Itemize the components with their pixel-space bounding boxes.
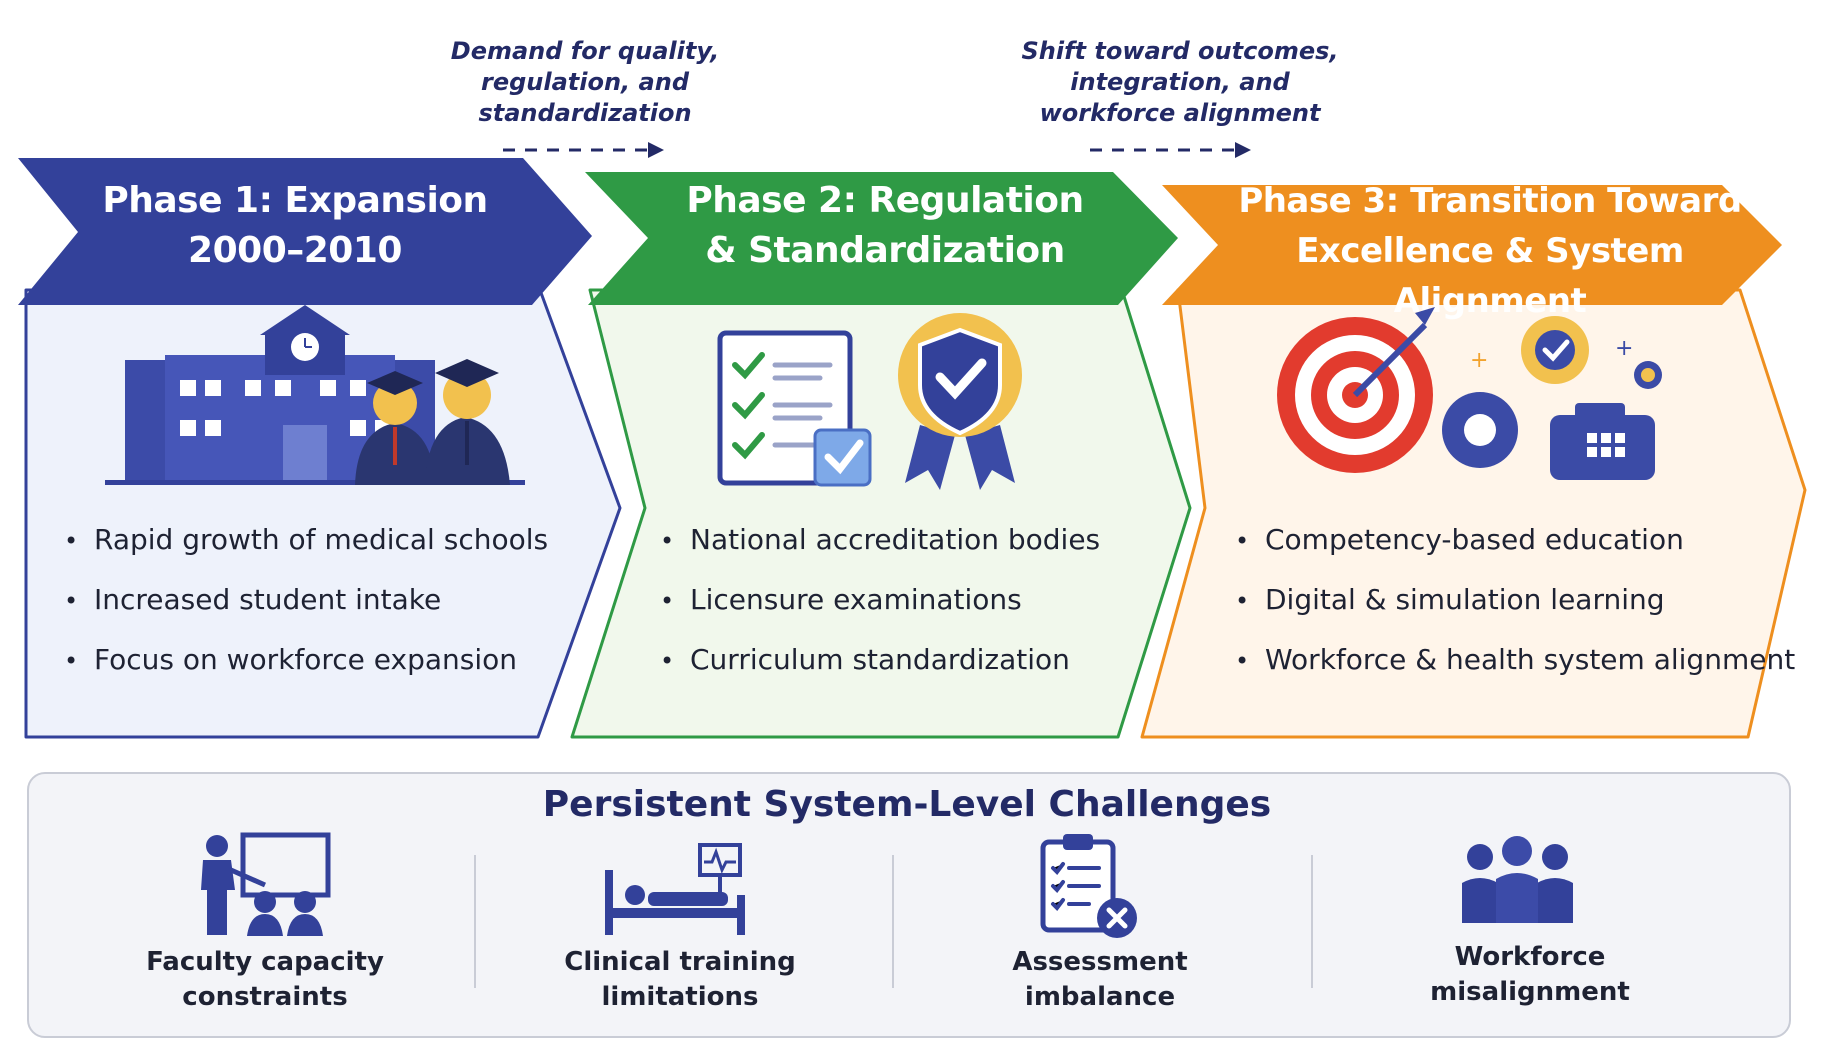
bullet-text: Curriculum standardization bbox=[690, 643, 1070, 676]
bullet-text: Focus on workforce expansion bbox=[94, 643, 518, 676]
clipboard-error-icon bbox=[1040, 834, 1137, 938]
phase-3-banner bbox=[1162, 185, 1782, 305]
list-item: •Competency-based education bbox=[1235, 523, 1684, 556]
phase-1-bullets: •Rapid growth of medical schools •Increa… bbox=[64, 510, 548, 690]
list-item: •Curriculum standardization bbox=[660, 643, 1070, 676]
bullet-text: National accreditation bodies bbox=[690, 523, 1101, 556]
challenge-label-workforce: Workforce misalignment bbox=[1430, 942, 1630, 1007]
phase-2-banner bbox=[585, 172, 1178, 305]
people-group-icon bbox=[1462, 836, 1573, 923]
school-building-and-graduates-icon bbox=[105, 305, 525, 485]
bullet-text: Licensure examinations bbox=[690, 583, 1022, 616]
teacher-presentation-icon bbox=[201, 832, 331, 936]
bullet-text: Increased student intake bbox=[94, 583, 442, 616]
challenge-label-faculty: Faculty capacity constraints bbox=[146, 947, 384, 1012]
list-item: •Digital & simulation learning bbox=[1235, 583, 1665, 616]
transition-arrow-2 bbox=[1090, 142, 1251, 158]
challenge-divider bbox=[1311, 855, 1313, 988]
challenge-divider bbox=[474, 855, 476, 988]
hospital-bed-monitor-icon bbox=[605, 843, 745, 935]
bullet-text: Rapid growth of medical schools bbox=[94, 523, 549, 556]
phase-3-title: Phase 3: Transition Toward Excellence & … bbox=[1238, 181, 1742, 321]
bullet-text: Digital & simulation learning bbox=[1265, 583, 1665, 616]
challenge-label-assessment: Assessment imbalance bbox=[1012, 947, 1188, 1012]
target-and-gears-icon: + + bbox=[1277, 307, 1662, 480]
transition-arrow-1 bbox=[503, 142, 664, 158]
list-item: •National accreditation bodies bbox=[660, 523, 1101, 556]
challenges-title: Persistent System-Level Challenges bbox=[542, 784, 1272, 825]
phase-2-title: Phase 2: Regulation & Standardization bbox=[686, 180, 1084, 271]
list-item: •Focus on workforce expansion bbox=[64, 643, 518, 676]
phase-1-title: Phase 1: Expansion 2000–2010 bbox=[102, 180, 488, 271]
transition-caption-2: Shift toward outcomes, integration, and … bbox=[1021, 37, 1339, 127]
challenge-divider bbox=[892, 855, 894, 988]
list-item: •Increased student intake bbox=[64, 583, 442, 616]
bullet-text: Competency-based education bbox=[1265, 523, 1684, 556]
svg-text:+: + bbox=[1615, 336, 1633, 361]
transition-caption-1: Demand for quality, regulation, and stan… bbox=[450, 37, 720, 127]
list-item: •Licensure examinations bbox=[660, 583, 1022, 616]
challenge-label-clinical: Clinical training limitations bbox=[564, 947, 796, 1012]
svg-text:+: + bbox=[1470, 348, 1488, 373]
list-item: •Rapid growth of medical schools bbox=[64, 523, 549, 556]
phase-2-bullets: •National accreditation bodies •Licensur… bbox=[660, 510, 1100, 690]
list-item: •Workforce & health system alignment bbox=[1235, 643, 1796, 676]
phase-3-bullets: •Competency-based education •Digital & s… bbox=[1235, 510, 1795, 690]
phase-1-banner bbox=[18, 158, 592, 305]
checklist-and-badge-icon bbox=[717, 313, 1022, 490]
bullet-text: Workforce & health system alignment bbox=[1265, 643, 1796, 676]
